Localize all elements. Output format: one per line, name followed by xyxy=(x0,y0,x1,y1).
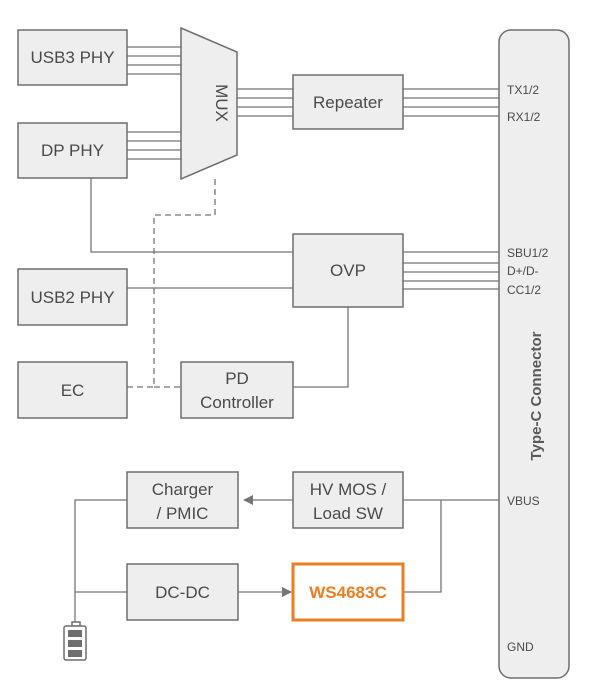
repeater-block: Repeater xyxy=(292,74,404,130)
dp-phy-block: DP PHY xyxy=(17,122,128,179)
pin-cc: CC1/2 xyxy=(507,283,541,297)
ovp-label: OVP xyxy=(330,261,366,280)
dc-dc-block: DC-DC xyxy=(126,563,239,621)
dc-dc-label: DC-DC xyxy=(155,583,210,602)
battery-icon xyxy=(63,621,87,661)
mux-block: MUX xyxy=(180,26,238,181)
usb2-phy-block: USB2 PHY xyxy=(17,268,128,326)
charger-label-line2: / PMIC xyxy=(157,504,209,523)
hv-mos-label-line2: Load SW xyxy=(313,504,383,523)
repeater-label: Repeater xyxy=(313,93,383,112)
ws4683c-block: WS4683C xyxy=(291,562,405,622)
pin-vbus: VBUS xyxy=(507,494,540,508)
pin-rx: RX1/2 xyxy=(507,110,541,124)
ec-label: EC xyxy=(61,381,85,400)
type-c-connector: Type-C Connector TX1/2 RX1/2 SBU1/2 D+/D… xyxy=(498,29,570,679)
pd-controller-block: PD Controller xyxy=(180,361,294,419)
pin-dpdm: D+/D- xyxy=(507,264,539,278)
usb3-phy-label: USB3 PHY xyxy=(30,48,114,67)
pd-controller-label-line2: Controller xyxy=(200,393,274,412)
pin-tx: TX1/2 xyxy=(507,83,539,97)
ovp-block: OVP xyxy=(292,233,404,308)
pin-gnd: GND xyxy=(507,640,534,654)
pd-controller-label-line1: PD xyxy=(225,369,249,388)
usb2-phy-label: USB2 PHY xyxy=(30,288,114,307)
pin-sbu: SBU1/2 xyxy=(507,246,549,260)
usb3-phy-block: USB3 PHY xyxy=(17,29,128,86)
charger-pmic-block: Charger / PMIC xyxy=(126,471,239,529)
connector-title: Type-C Connector xyxy=(528,331,545,460)
hv-mos-load-sw-block: HV MOS / Load SW xyxy=(292,471,404,529)
dp-phy-label: DP PHY xyxy=(41,141,104,160)
ec-block: EC xyxy=(17,361,128,419)
mux-label: MUX xyxy=(212,84,231,122)
connection-lines xyxy=(74,46,499,622)
ws4683c-label: WS4683C xyxy=(309,583,386,602)
hv-mos-label-line1: HV MOS / xyxy=(310,480,387,499)
charger-label-line1: Charger xyxy=(152,480,214,499)
